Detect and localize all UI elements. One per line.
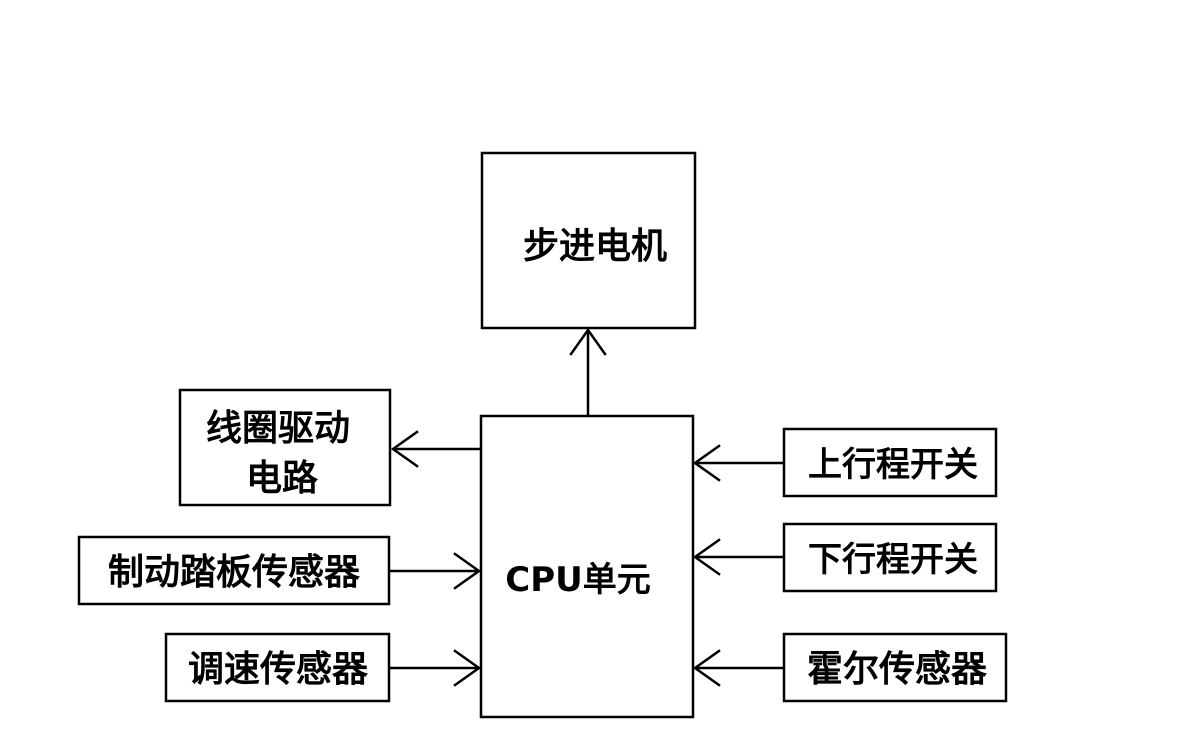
cpu-unit-block: CPU单元 <box>479 414 695 719</box>
cpu-unit-label: CPU单元 <box>505 560 650 600</box>
coil-drive-label-line2: 电路 <box>246 458 319 499</box>
arrow-cpu-to-coil-drive <box>390 430 481 468</box>
coil-drive-circuit-block: 线圈驱动 电路 <box>178 388 392 507</box>
speed-sensor-block: 调速传感器 <box>164 632 391 703</box>
lower-limit-switch-label: 下行程开关 <box>808 540 978 580</box>
lower-limit-switch-block: 下行程开关 <box>782 522 998 593</box>
brake-pedal-sensor-label: 制动踏板传感器 <box>108 552 361 593</box>
brake-pedal-sensor-block: 制动踏板传感器 <box>77 535 391 606</box>
upper-limit-switch-block: 上行程开关 <box>782 427 998 498</box>
stepper-motor-label: 步进电机 <box>523 226 667 267</box>
hall-sensor-block: 霍尔传感器 <box>782 632 1008 703</box>
speed-sensor-label: 调速传感器 <box>188 649 369 690</box>
upper-limit-switch-label: 上行程开关 <box>808 445 978 485</box>
arrow-speed-sensor-to-cpu <box>389 649 482 687</box>
arrow-brake-pedal-to-cpu <box>389 552 482 590</box>
arrow-upper-limit-to-cpu <box>692 444 784 482</box>
stepper-motor-block: 步进电机 <box>480 151 697 330</box>
coil-drive-label-line1: 线圈驱动 <box>206 408 350 449</box>
hall-sensor-label: 霍尔传感器 <box>807 649 988 690</box>
arrow-cpu-to-stepper-motor <box>569 327 607 416</box>
arrow-hall-sensor-to-cpu <box>692 649 784 687</box>
arrow-lower-limit-to-cpu <box>692 538 784 576</box>
